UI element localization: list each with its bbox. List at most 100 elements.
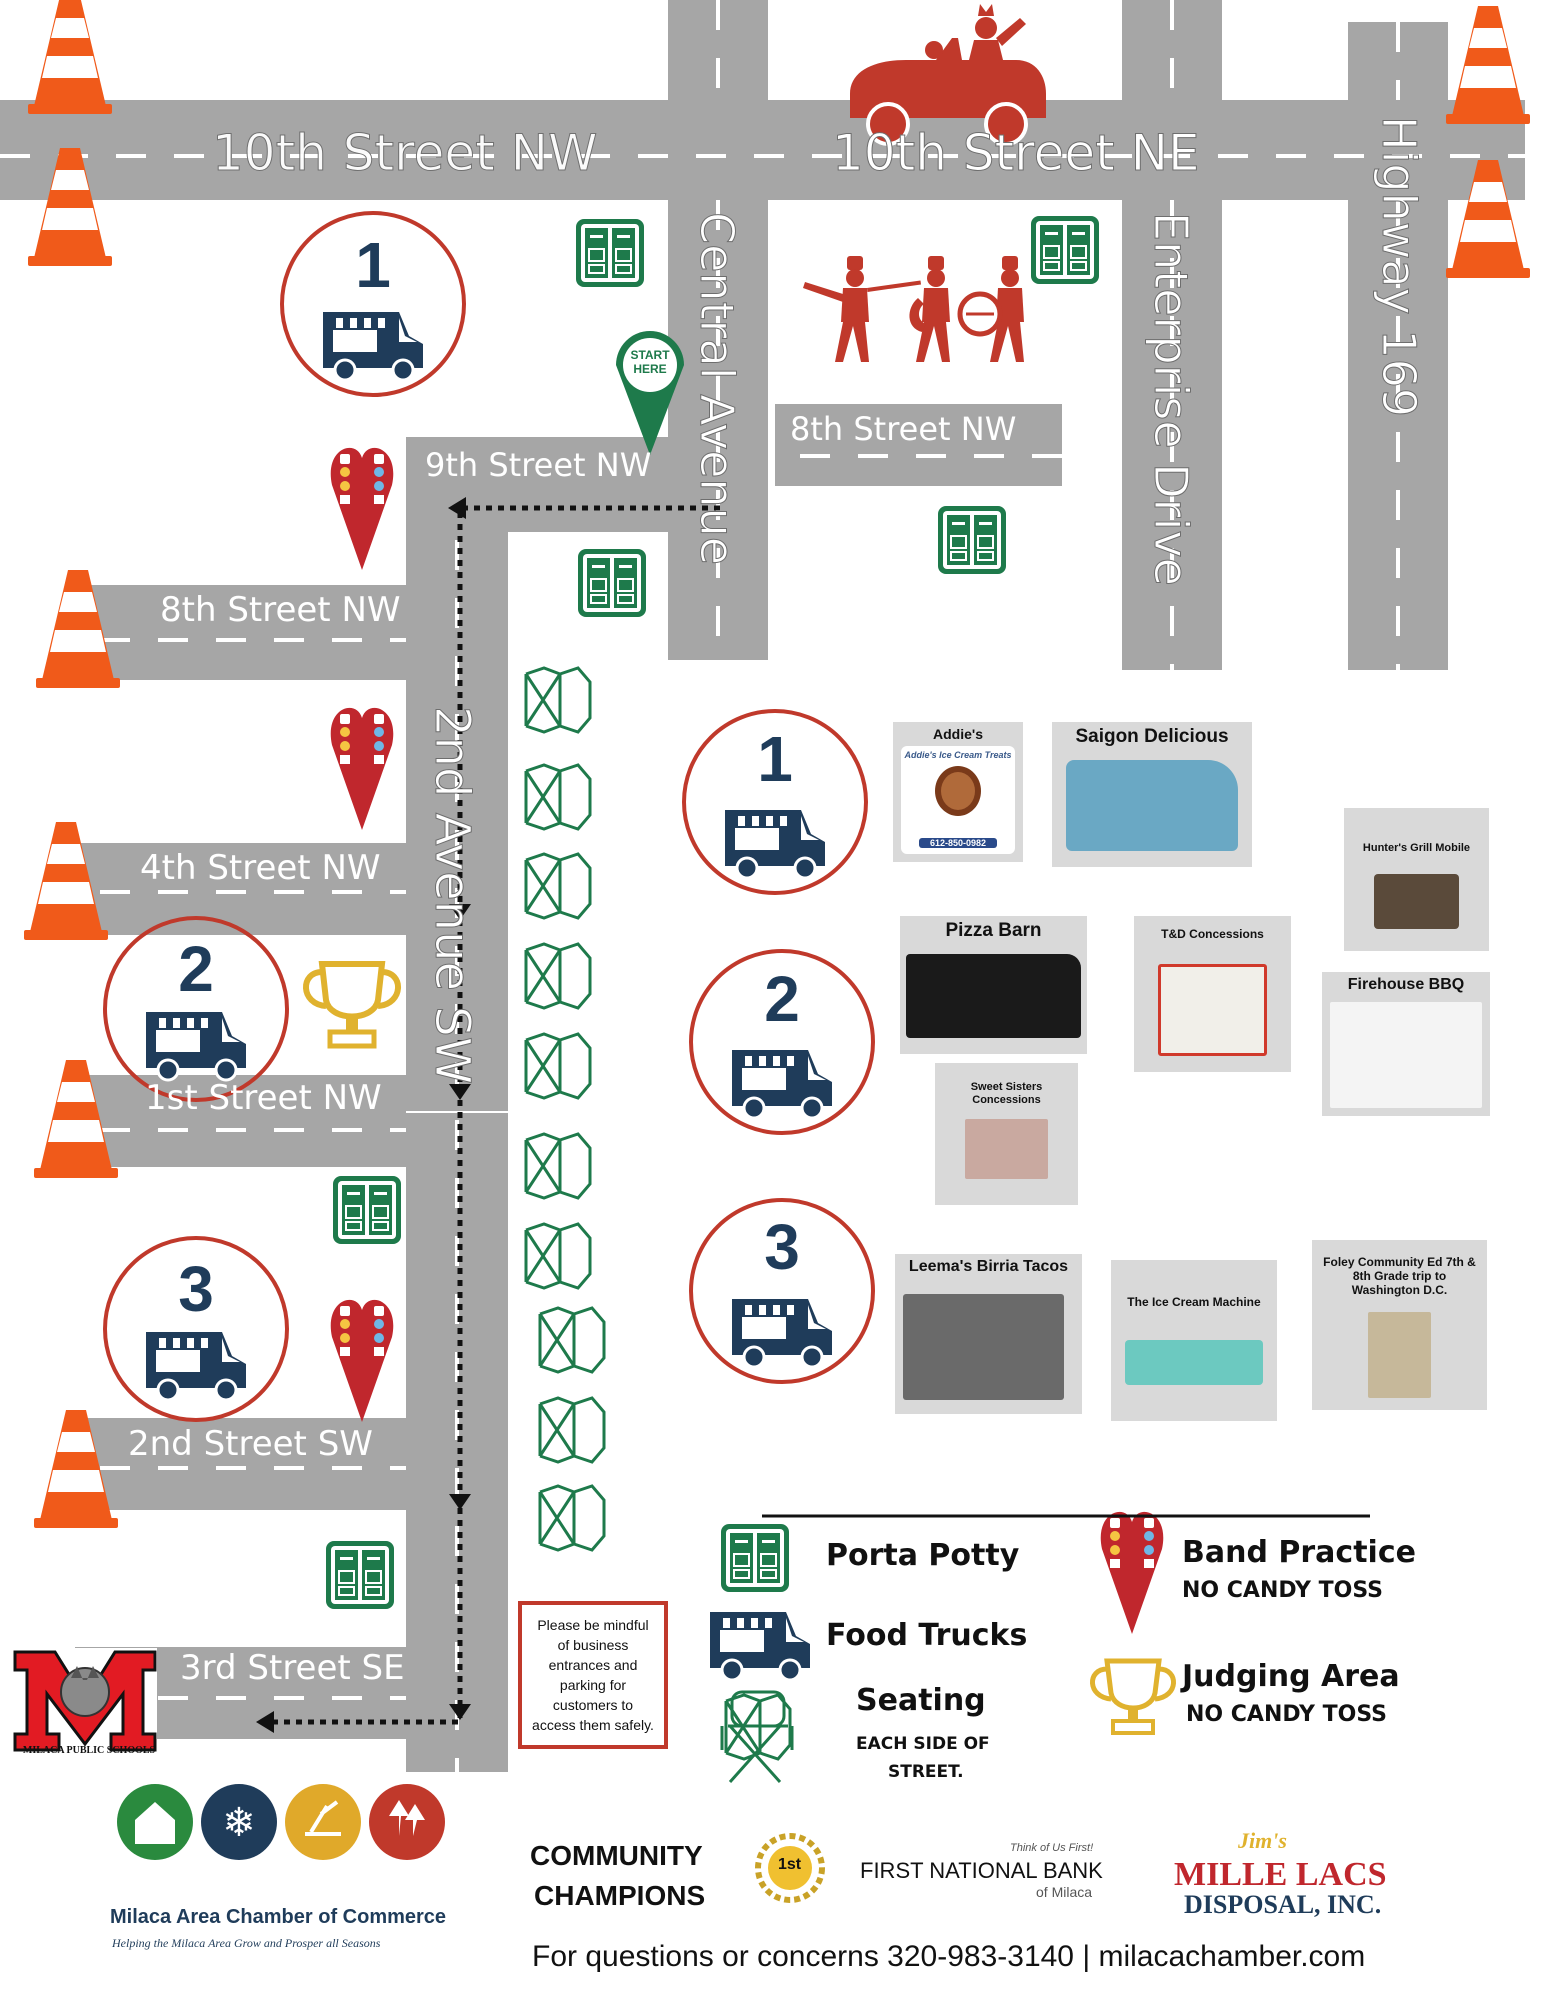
route-arrowheads <box>256 497 471 1733</box>
chair-icon <box>524 763 592 831</box>
porta-potty-icon <box>332 1175 402 1245</box>
start-line2: HERE <box>633 362 667 376</box>
chamber-logo: ❄ <box>117 1784 445 1860</box>
chair-icon <box>538 1484 606 1552</box>
vendor-pizza-barn: Pizza Barn <box>900 916 1087 1054</box>
zone-number: 3 <box>178 1253 214 1325</box>
band-practice-pin-icon <box>1100 1511 1164 1634</box>
vendor-photo <box>1374 874 1459 929</box>
bank-city: of Milaca <box>1036 1884 1093 1900</box>
vendor-name: T&D Concessions <box>1161 927 1264 941</box>
vendor-ice-cream-machine: The Ice Cream Machine <box>1111 1260 1277 1421</box>
food-truck-icon <box>321 310 425 382</box>
vendor-name: The Ice Cream Machine <box>1127 1295 1261 1309</box>
street-label-8th-nw-left: 8th Street NW <box>160 590 401 630</box>
chair-icon <box>538 1306 606 1374</box>
road-4th-street <box>75 843 406 935</box>
street-label-4th-nw: 4th Street NW <box>140 848 381 888</box>
vendor-photo <box>1368 1312 1431 1398</box>
vendor-photo <box>1066 760 1238 851</box>
street-label-10th-nw: 10th Street NW <box>211 124 598 183</box>
school-name: MILACA PUBLIC SCHOOLS <box>22 1745 156 1756</box>
vendor-name: Pizza Barn <box>945 920 1042 941</box>
start-here-pin <box>616 331 684 455</box>
porta-potty-icon <box>325 1540 395 1610</box>
vendor-photo <box>903 1294 1064 1400</box>
bank-name: FIRST NATIONAL BANK <box>860 1858 1103 1883</box>
street-label-central-avenue: Central Avenue <box>690 211 745 566</box>
addies-sign-text: Addie's Ice Cream Treats <box>904 750 1012 760</box>
band-practice-pin-icon <box>330 1299 394 1422</box>
street-label-highway-169: Highway 169 <box>1372 115 1427 418</box>
food-truck-icon <box>144 1330 248 1402</box>
vendor-photo: Addie's Ice Cream Treats 612-850-0982 <box>901 746 1015 854</box>
contact-line: For questions or concerns 320-983-3140 |… <box>532 1940 1366 1973</box>
zone-number: 1 <box>757 723 793 795</box>
disposal-line2: DISPOSAL, INC. <box>1184 1890 1382 1919</box>
vendor-photo <box>1125 1340 1263 1385</box>
champions-line1: COMMUNITY <box>530 1840 703 1871</box>
food-truck-icon <box>730 1297 834 1369</box>
marching-band-icon <box>803 256 1024 362</box>
vendor-name: Addie's <box>932 726 983 742</box>
chair-icon <box>524 1132 592 1200</box>
legend-truck-icon <box>708 1610 812 1682</box>
vendor-name: Hunter's Grill Mobile <box>1362 842 1471 854</box>
chair-icon <box>524 1032 592 1100</box>
start-here-label: START HERE <box>620 348 680 376</box>
porta-potty-icon <box>575 218 645 288</box>
street-label-2nd-avenue-sw: 2nd Avenue SW <box>424 705 481 1085</box>
vendor-firehouse-bbq: Firehouse BBQ <box>1322 972 1490 1116</box>
food-truck-zones <box>103 211 875 1422</box>
school-logo <box>13 1648 157 1752</box>
chair-icon <box>538 1396 606 1464</box>
road-8th-street-left <box>75 585 406 680</box>
bank-badge-text: 1st <box>778 1856 802 1873</box>
chamber-tagline: Helping the Milaca Area Grow and Prosper… <box>112 1936 381 1950</box>
addies-face-icon <box>935 766 981 816</box>
street-label-10th-ne: 10th Street NE <box>832 124 1201 183</box>
disposal-script: Jim's <box>1238 1828 1287 1853</box>
street-label-8th-nw-right: 8th Street NW <box>790 410 1017 448</box>
zone-number: 2 <box>178 933 214 1005</box>
road-lane-markings <box>0 0 1525 1772</box>
chair-icon <box>524 666 592 734</box>
zone-number: 1 <box>355 229 391 301</box>
band-practice-pin-icon <box>330 447 394 570</box>
business-notice: Please be mindful of business entrances … <box>518 1601 668 1749</box>
vendor-photo <box>1158 964 1267 1056</box>
vendor-leemas-birria: Leema's Birria Tacos <box>895 1254 1082 1414</box>
street-label-9th-nw: 9th Street NW <box>425 446 652 484</box>
chamber-name: Milaca Area Chamber of Commerce <box>110 1906 447 1928</box>
vendor-name: Saigon Delicious <box>1075 726 1229 747</box>
legend-band-sub: NO CANDY TOSS <box>1182 1578 1384 1603</box>
legend-chair-icon <box>720 1690 794 1783</box>
vendor-hunters-grill: Hunter's Grill Mobile <box>1344 808 1489 951</box>
zone-number: 3 <box>764 1211 800 1283</box>
vendor-sweet-sisters: Sweet Sisters Concessions <box>935 1063 1078 1205</box>
road-8th-street-right <box>775 404 1062 486</box>
band-practice-pin-icon <box>330 707 394 830</box>
legend-judging-area: Judging Area <box>1182 1659 1400 1694</box>
vendor-addies: Addie's Addie's Ice Cream Treats 612-850… <box>893 722 1023 862</box>
street-label-3rd-se: 3rd Street SE <box>180 1648 405 1688</box>
svg-text:❄: ❄ <box>222 1800 256 1846</box>
legend-seating-sub2: STREET. <box>888 1762 964 1782</box>
street-label-enterprise-drive: Enterprise Drive <box>1144 212 1199 587</box>
disposal-line1: MILLE LACS <box>1174 1856 1387 1893</box>
vendor-td-concessions: T&D Concessions <box>1134 916 1291 1072</box>
street-label-2nd-sw: 2nd Street SW <box>128 1424 373 1464</box>
judging-trophy-icon <box>303 961 401 1049</box>
addies-phone: 612-850-0982 <box>919 838 997 848</box>
vendor-photo <box>906 954 1081 1038</box>
cone-icon <box>1446 6 1530 124</box>
vendor-photo <box>965 1119 1048 1179</box>
vendor-foley-community-ed: Foley Community Ed 7th & 8th Grade trip … <box>1312 1240 1487 1410</box>
porta-potty-icon <box>937 505 1007 575</box>
bank-tagline: Think of Us First! <box>1010 1842 1094 1854</box>
street-label-1st-nw: 1st Street NW <box>145 1078 382 1118</box>
vendor-name: Leema's Birria Tacos <box>908 1258 1069 1275</box>
start-line1: START <box>630 348 670 362</box>
legend-trophy-icon <box>1090 1658 1176 1735</box>
